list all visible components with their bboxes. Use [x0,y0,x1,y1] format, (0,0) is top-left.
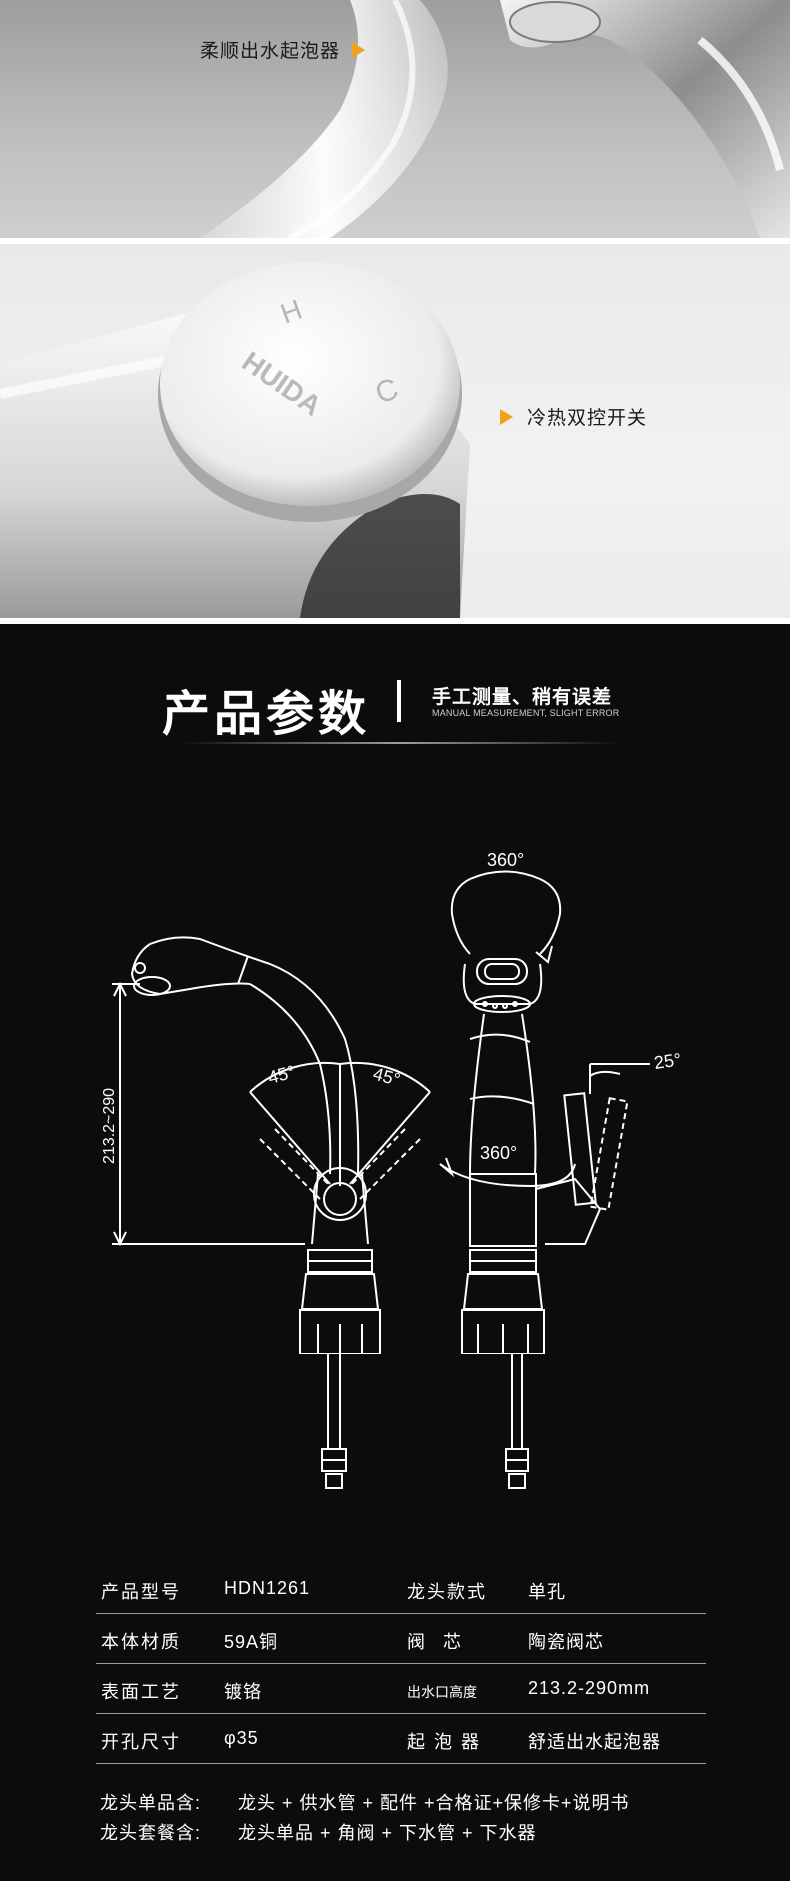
handle-feature-text: 冷热双控开关 [527,408,648,429]
spec-key: 表面工艺 [101,1682,181,1702]
faucet-technical-drawing: 213.2~290 45° 45° [101,850,683,1354]
spec-value: 单孔 [528,1582,566,1602]
spec-value: 镀铬 [224,1682,262,1702]
package-set-label: 龙头套餐含: [100,1823,202,1843]
spec-key: 开孔尺寸 [101,1732,181,1752]
table-row: 开孔尺寸 φ35 起泡器 舒适出水起泡器 [96,1714,706,1764]
spec-section: 产品参数 手工测量、稍有误差 MANUAL MEASUREMENT, SLIGH… [0,624,790,1881]
spec-key: 起泡器 [407,1732,488,1752]
rotation-body-label: 360° [480,1143,517,1163]
side-view: 213.2~290 45° 45° [101,936,431,1354]
angle-left-label: 45° [266,1061,297,1087]
angle-right-label: 45° [371,1064,402,1090]
spec-value: 陶瓷阀芯 [528,1632,604,1652]
spec-key: 本体材质 [101,1632,181,1652]
spec-value: 舒适出水起泡器 [528,1732,661,1752]
spec-value: φ35 [224,1728,259,1748]
arrow-right-icon [500,408,513,425]
package-single-label: 龙头单品含: [100,1793,202,1813]
package-single-value: 龙头 + 供水管 + 配件 +合格证+保修卡+说明书 [238,1793,630,1813]
aerator-photo [200,0,790,238]
spec-value: 213.2-290mm [528,1678,651,1698]
aerator-feature-text: 柔顺出水起泡器 [200,41,341,62]
rotation-top-label: 360° [487,850,524,870]
height-dimension-label: 213.2~290 [101,1088,118,1164]
handle-photo-section: H C HUIDA 冷热双控开关 [0,244,790,618]
spec-value: 59A铜 [224,1632,279,1652]
table-row: 表面工艺 镀铬 出水口高度 213.2-290mm [96,1664,706,1714]
measurement-note: 手工测量、稍有误差 [432,687,613,708]
table-row: 本体材质 59A铜 阀芯 陶瓷阀芯 [96,1614,706,1664]
spec-key: 阀芯 [407,1632,479,1652]
supply-hoses-drawing [321,1354,529,1489]
package-set-value: 龙头单品 + 角阀 + 下水管 + 下水器 [238,1823,537,1843]
tilt-angle-label: 25° [653,1049,683,1073]
spec-key: 龙头款式 [407,1582,487,1602]
spec-key: 出水口高度 [407,1684,477,1700]
section-divider [0,618,790,624]
spec-title: 产品参数 [162,688,371,741]
handle-photo: H C HUIDA [0,262,470,618]
title-underline [180,742,620,744]
spec-value: HDN1261 [224,1578,311,1598]
arrow-right-icon [352,41,366,58]
section-divider [0,238,790,244]
measurement-note-en: MANUAL MEASUREMENT, SLIGHT ERROR [432,708,620,718]
spec-table: 产品型号 HDN1261 龙头款式 单孔 本体材质 59A铜 阀芯 陶瓷阀芯 表… [96,1564,706,1764]
package-set: 龙头套餐含: 龙头单品 + 角阀 + 下水管 + 下水器 [100,1819,537,1845]
aerator-feature-label: 柔顺出水起泡器 [200,36,366,63]
front-view: 360° 360° 25° [439,850,683,1354]
aerator-photo-section: 柔顺出水起泡器 [0,0,790,238]
handle-feature-label: 冷热双控开关 [500,403,647,430]
spec-key: 产品型号 [101,1582,181,1602]
table-row: 产品型号 HDN1261 龙头款式 单孔 [96,1564,706,1614]
title-separator [397,680,401,722]
package-single: 龙头单品含: 龙头 + 供水管 + 配件 +合格证+保修卡+说明书 [100,1789,630,1815]
